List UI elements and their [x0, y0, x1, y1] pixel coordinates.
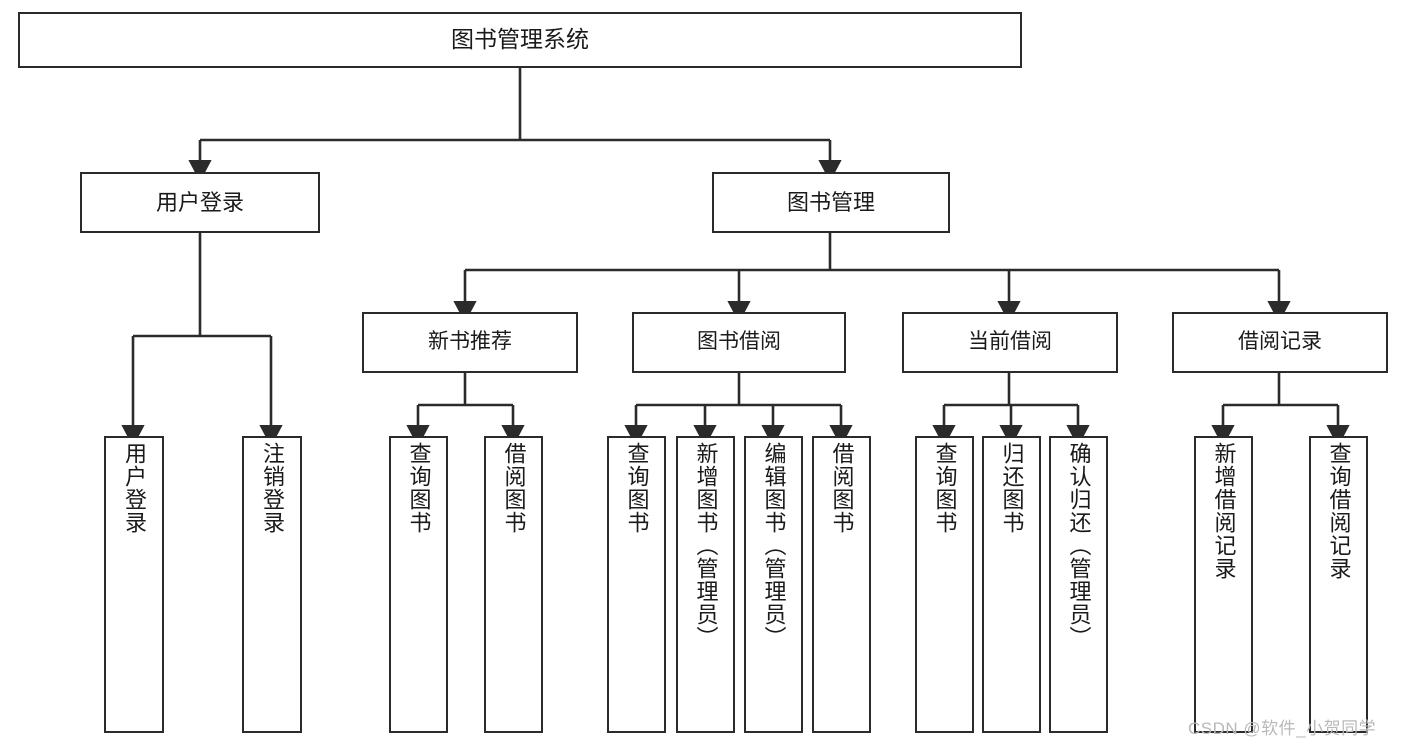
leaf-new-book-query[interactable]: 查询图书 — [389, 436, 448, 733]
leaf-label: 查询图书 — [406, 442, 432, 534]
leaf-new-book-borrow[interactable]: 借阅图书 — [484, 436, 543, 733]
node-label: 图书管理 — [786, 189, 875, 215]
leaf-book-borrow-add[interactable]: 新增图书（管理员） — [676, 436, 735, 733]
node-current-borrow[interactable]: 当前借阅 — [902, 312, 1118, 373]
node-user-login[interactable]: 用户登录 — [80, 172, 320, 233]
node-label: 新书推荐 — [428, 330, 512, 354]
leaf-label: 借阅图书 — [829, 442, 855, 534]
leaf-label: 归还图书 — [999, 442, 1025, 534]
node-book-borrow[interactable]: 图书借阅 — [632, 312, 846, 373]
node-label: 当前借阅 — [968, 330, 1052, 354]
leaf-label: 新增借阅记录 — [1211, 442, 1237, 580]
leaf-current-borrow-confirm-return[interactable]: 确认归还（管理员） — [1049, 436, 1108, 733]
node-label: 图书借阅 — [697, 330, 781, 354]
node-book-management[interactable]: 图书管理 — [712, 172, 950, 233]
leaf-label: 确认归还（管理员） — [1066, 442, 1092, 649]
leaf-label: 查询图书 — [932, 442, 958, 534]
node-new-book-recommend[interactable]: 新书推荐 — [362, 312, 578, 373]
leaf-user-login-logout[interactable]: 注销登录 — [242, 436, 302, 733]
node-borrow-record[interactable]: 借阅记录 — [1172, 312, 1388, 373]
node-label: 借阅记录 — [1238, 330, 1322, 354]
leaf-user-login-login[interactable]: 用户登录 — [104, 436, 164, 733]
leaf-label: 查询借阅记录 — [1326, 442, 1352, 580]
leaf-current-borrow-return[interactable]: 归还图书 — [982, 436, 1041, 733]
node-label: 图书管理系统 — [451, 26, 589, 53]
leaf-current-borrow-query[interactable]: 查询图书 — [915, 436, 974, 733]
leaf-borrow-record-add[interactable]: 新增借阅记录 — [1194, 436, 1253, 733]
node-root-book-management-system[interactable]: 图书管理系统 — [18, 12, 1022, 68]
leaf-label: 新增图书（管理员） — [693, 442, 719, 649]
leaf-book-borrow-query[interactable]: 查询图书 — [607, 436, 666, 733]
leaf-label: 查询图书 — [624, 442, 650, 534]
leaf-book-borrow-edit[interactable]: 编辑图书（管理员） — [744, 436, 803, 733]
leaf-borrow-record-query[interactable]: 查询借阅记录 — [1309, 436, 1368, 733]
leaf-label: 编辑图书（管理员） — [761, 442, 787, 649]
leaf-label: 用户登录 — [122, 442, 147, 534]
leaf-label: 注销登录 — [260, 442, 285, 534]
leaf-label: 借阅图书 — [501, 442, 527, 534]
node-label: 用户登录 — [155, 189, 244, 215]
leaf-book-borrow-borrow[interactable]: 借阅图书 — [812, 436, 871, 733]
csdn-watermark: CSDN @软件_小贺同学 — [1188, 719, 1377, 738]
